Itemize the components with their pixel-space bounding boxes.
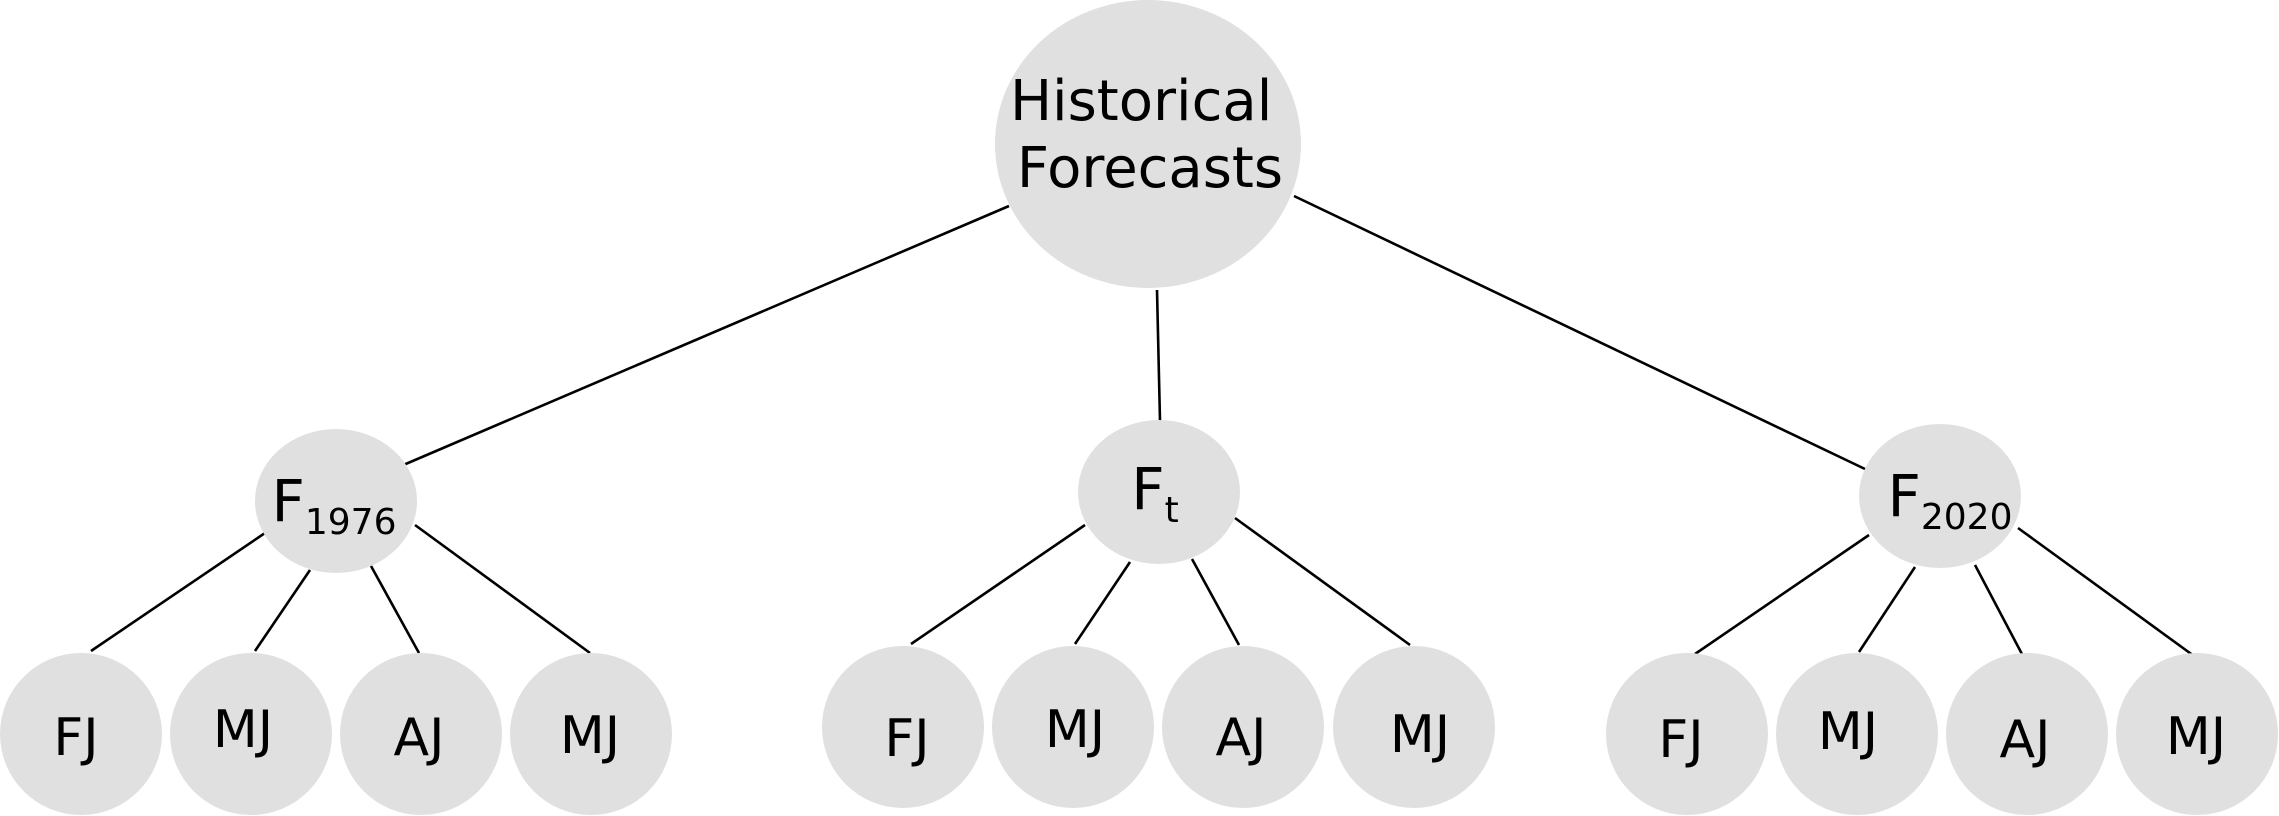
edge-group-1-to-leaf-2: [253, 569, 312, 652]
leaf-node-2-4: [1333, 646, 1495, 808]
leaf-label-3-1: FJ: [1658, 710, 1703, 770]
edge-group-1-to-leaf-4: [414, 523, 591, 655]
leaf-label-1-1: FJ: [53, 708, 98, 768]
leaf-label-2-3: AJ: [1216, 708, 1267, 768]
leaf-node-3-1: [1606, 653, 1768, 815]
edge-root-to-group-2: [1155, 289, 1162, 422]
group-3-label: F2020: [1888, 462, 2013, 538]
leaf-node-1-4: [510, 653, 672, 815]
leaf-node-1-2: [170, 653, 332, 815]
group-1-main: F: [272, 467, 305, 535]
root-label-line-1: Historical: [1010, 69, 1272, 134]
leaf-node-1-1: [0, 653, 162, 815]
edge-group-2-to-leaf-2: [1073, 561, 1132, 645]
leaf-label-2-4: MJ: [1390, 705, 1450, 765]
group-node-3: [1859, 424, 2021, 568]
group-3-subscript: 2020: [1921, 497, 2013, 538]
edge-group-2-to-leaf-3: [1190, 558, 1241, 646]
leaf-node-2-2: [992, 646, 1154, 808]
edge-root-to-group-1: [400, 204, 1010, 468]
edge-root-to-group-3: [1293, 194, 1866, 471]
edge-group-1-to-leaf-3: [369, 565, 421, 654]
root-node: [995, 0, 1301, 288]
leaf-label-1-3: AJ: [394, 708, 445, 768]
leaf-label-1-2: MJ: [213, 700, 273, 760]
leaf-label-1-4: MJ: [560, 706, 620, 766]
edge-group-3-to-leaf-4: [2017, 526, 2195, 658]
root-label-line-2: Forecasts: [1017, 136, 1283, 201]
group-2-subscript: t: [1165, 490, 1179, 531]
leaf-node-3-3: [1946, 653, 2108, 815]
edge-group-2-to-leaf-4: [1234, 516, 1411, 647]
leaf-node-3-4: [2116, 653, 2278, 815]
edge-group-1-to-leaf-1: [90, 531, 266, 653]
leaf-node-2-3: [1162, 646, 1324, 808]
edge-group-3-to-leaf-2: [1857, 566, 1917, 653]
leaf-node-1-3: [340, 653, 502, 815]
leaf-label-2-1: FJ: [884, 709, 929, 769]
group-3-main: F: [1888, 462, 1921, 530]
edge-group-3-to-leaf-1: [1694, 533, 1870, 656]
group-1-label: F1976: [272, 467, 397, 543]
leaf-label-3-2: MJ: [1818, 702, 1878, 762]
leaf-node-3-2: [1776, 653, 1938, 815]
leaf-label-2-2: MJ: [1045, 700, 1105, 760]
leaf-node-2-1: [822, 646, 984, 808]
group-2-main: F: [1131, 455, 1164, 523]
edge-group-2-to-leaf-1: [910, 523, 1086, 646]
edge-group-3-to-leaf-3: [1973, 564, 2025, 657]
group-node-1: [255, 429, 417, 573]
root-label: Historical Forecasts: [1010, 69, 1290, 201]
group-2-label: Ft: [1131, 455, 1179, 531]
group-node-2: [1078, 420, 1240, 564]
group-1-subscript: 1976: [305, 502, 397, 543]
leaf-label-3-3: AJ: [2000, 710, 2051, 770]
leaf-label-3-4: MJ: [2166, 707, 2226, 767]
